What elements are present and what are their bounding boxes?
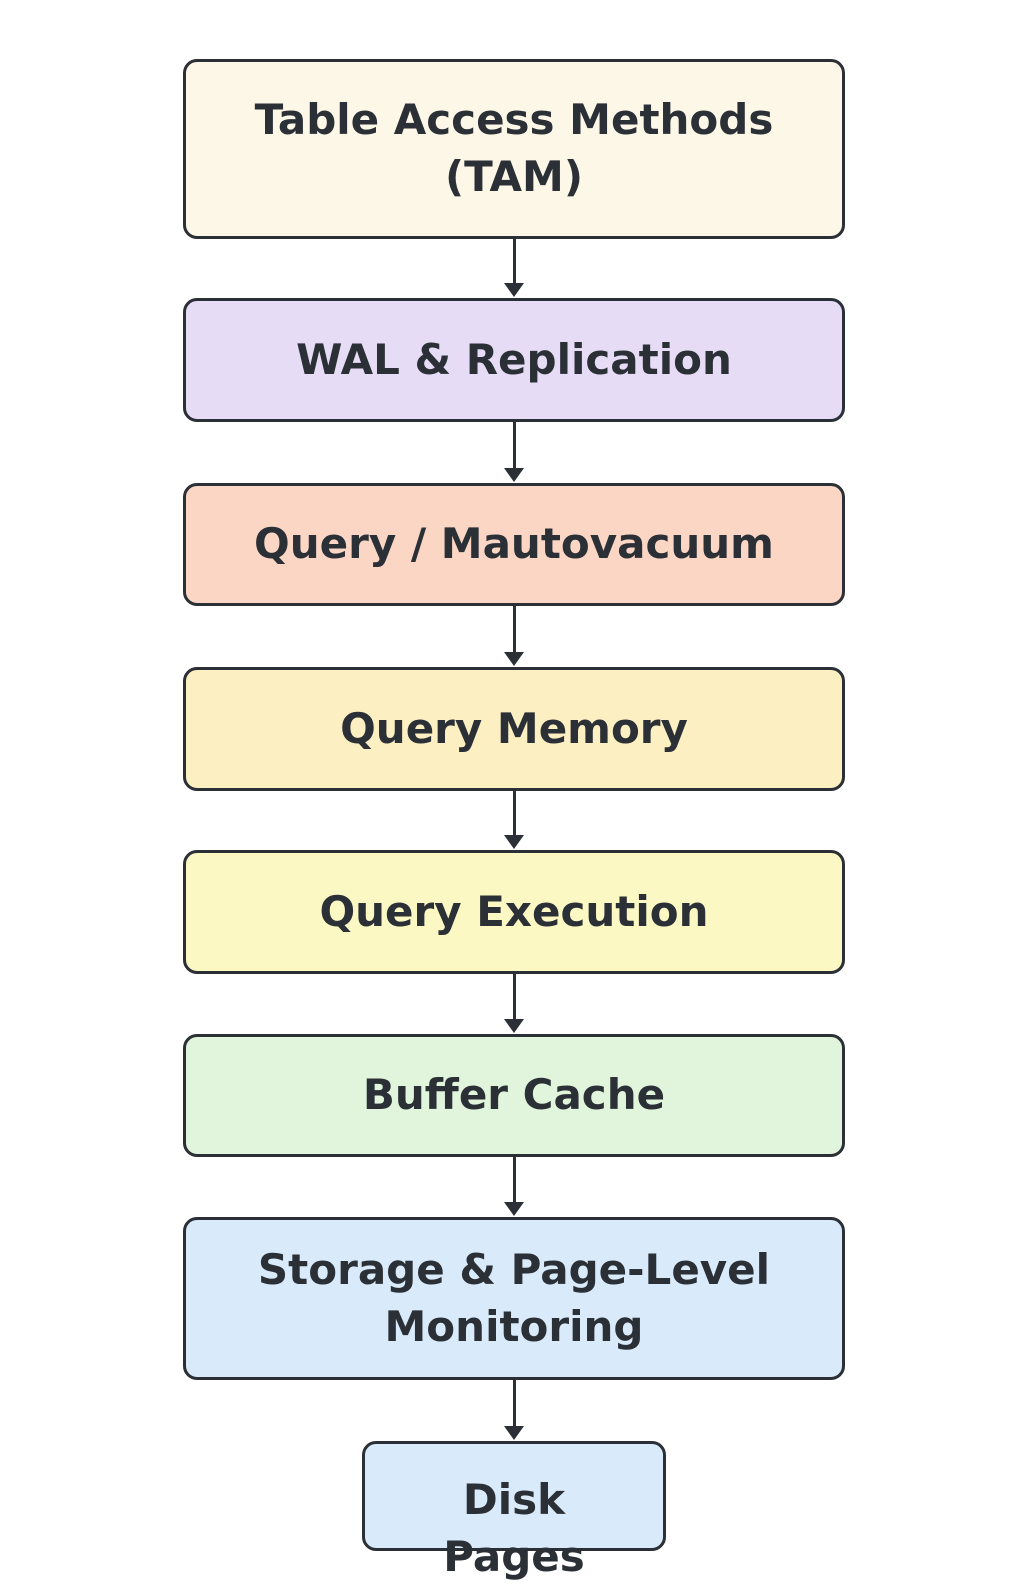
node-buffer-cache: Buffer Cache	[183, 1034, 845, 1157]
node-label: Query Memory	[340, 703, 688, 753]
arrow-down	[504, 1157, 524, 1217]
node-label: Query Execution	[319, 886, 709, 936]
arrow-down	[504, 239, 524, 298]
node-label: Storage & Page-Level Monitoring	[257, 1244, 771, 1351]
node-table-access-methods: Table Access Methods (TAM)	[183, 59, 845, 239]
node-label: Table Access Methods (TAM)	[254, 95, 774, 201]
node-query-memory: Query Memory	[183, 667, 845, 791]
node-label: Buffer Cache	[362, 1070, 666, 1120]
node-label: Disk Pages	[443, 1475, 585, 1581]
node-query-execution: Query Execution	[183, 850, 845, 974]
node-label: Query / Mautovacuum	[254, 519, 774, 569]
node-label: WAL & Replication	[296, 334, 732, 384]
layer-flow-diagram: Table Access Methods (TAM) WAL & Replica…	[183, 59, 845, 1581]
node-disk-pages: Disk Pages	[362, 1441, 666, 1581]
node-wal-replication: WAL & Replication	[183, 298, 845, 422]
arrow-down	[504, 1380, 524, 1441]
arrow-down	[504, 422, 524, 483]
arrow-down	[504, 606, 524, 667]
node-query-autovacuum: Query / Mautovacuum	[183, 483, 845, 606]
arrow-down	[504, 791, 524, 850]
arrow-down	[504, 974, 524, 1034]
node-storage-monitoring: Storage & Page-Level Monitoring	[183, 1217, 845, 1380]
